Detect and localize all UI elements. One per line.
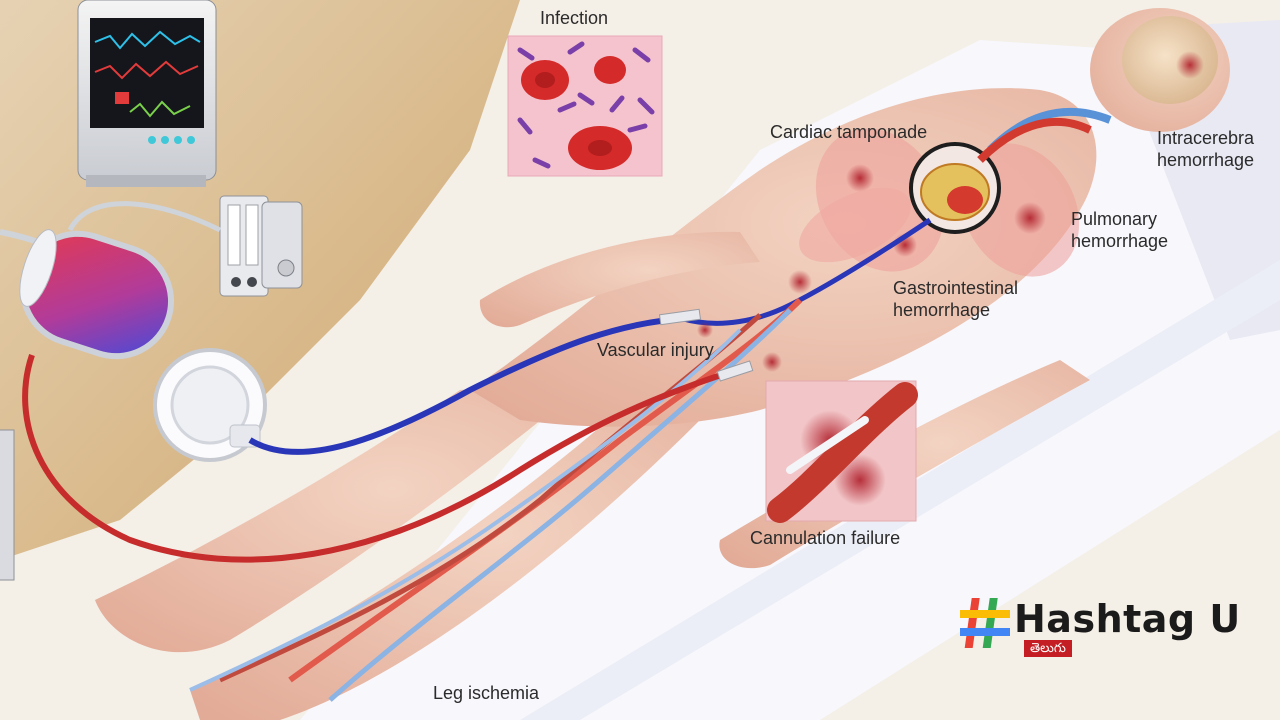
blood-pump-icon <box>153 348 267 462</box>
infection-inset <box>507 35 663 177</box>
label-cardiac-tamponade: Cardiac tamponade <box>770 122 928 142</box>
label-vascular-injury: Vascular injury <box>597 340 714 360</box>
venous-line <box>248 315 691 455</box>
console-device <box>0 429 15 581</box>
monitor-icon <box>77 0 217 187</box>
label-cannulation-failure: Cannulation failure <box>750 528 901 548</box>
logo-subtitle: తెలుగు <box>1024 640 1072 657</box>
label-pulmonary-line1: Pulmonary <box>1071 209 1158 229</box>
hashtag-u-logo: Hashtag U తెలుగు <box>958 594 1258 664</box>
brain-icon <box>1122 16 1218 104</box>
label-intracerebral-line2: hemorrhage <box>1157 150 1255 170</box>
hash-icon <box>960 598 1010 648</box>
gas-blender-icon <box>219 195 303 297</box>
label-leg-ischemia: Leg ischemia <box>433 683 540 703</box>
stomach <box>799 187 911 263</box>
cannulation-inset <box>765 380 918 523</box>
label-infection: Infection <box>540 8 609 28</box>
label-pulmonary-line2: hemorrhage <box>1071 231 1169 251</box>
label-gastro-line1: Gastrointestinal <box>893 278 1019 298</box>
oxygenator-icon <box>19 229 175 360</box>
logo-name: Hashtag U <box>1014 597 1241 641</box>
label-intracerebral-line1: Intracerebra <box>1157 128 1255 148</box>
label-gastro-line2: hemorrhage <box>893 300 991 320</box>
arterial-line <box>22 354 731 563</box>
heart-icon <box>909 142 1001 234</box>
